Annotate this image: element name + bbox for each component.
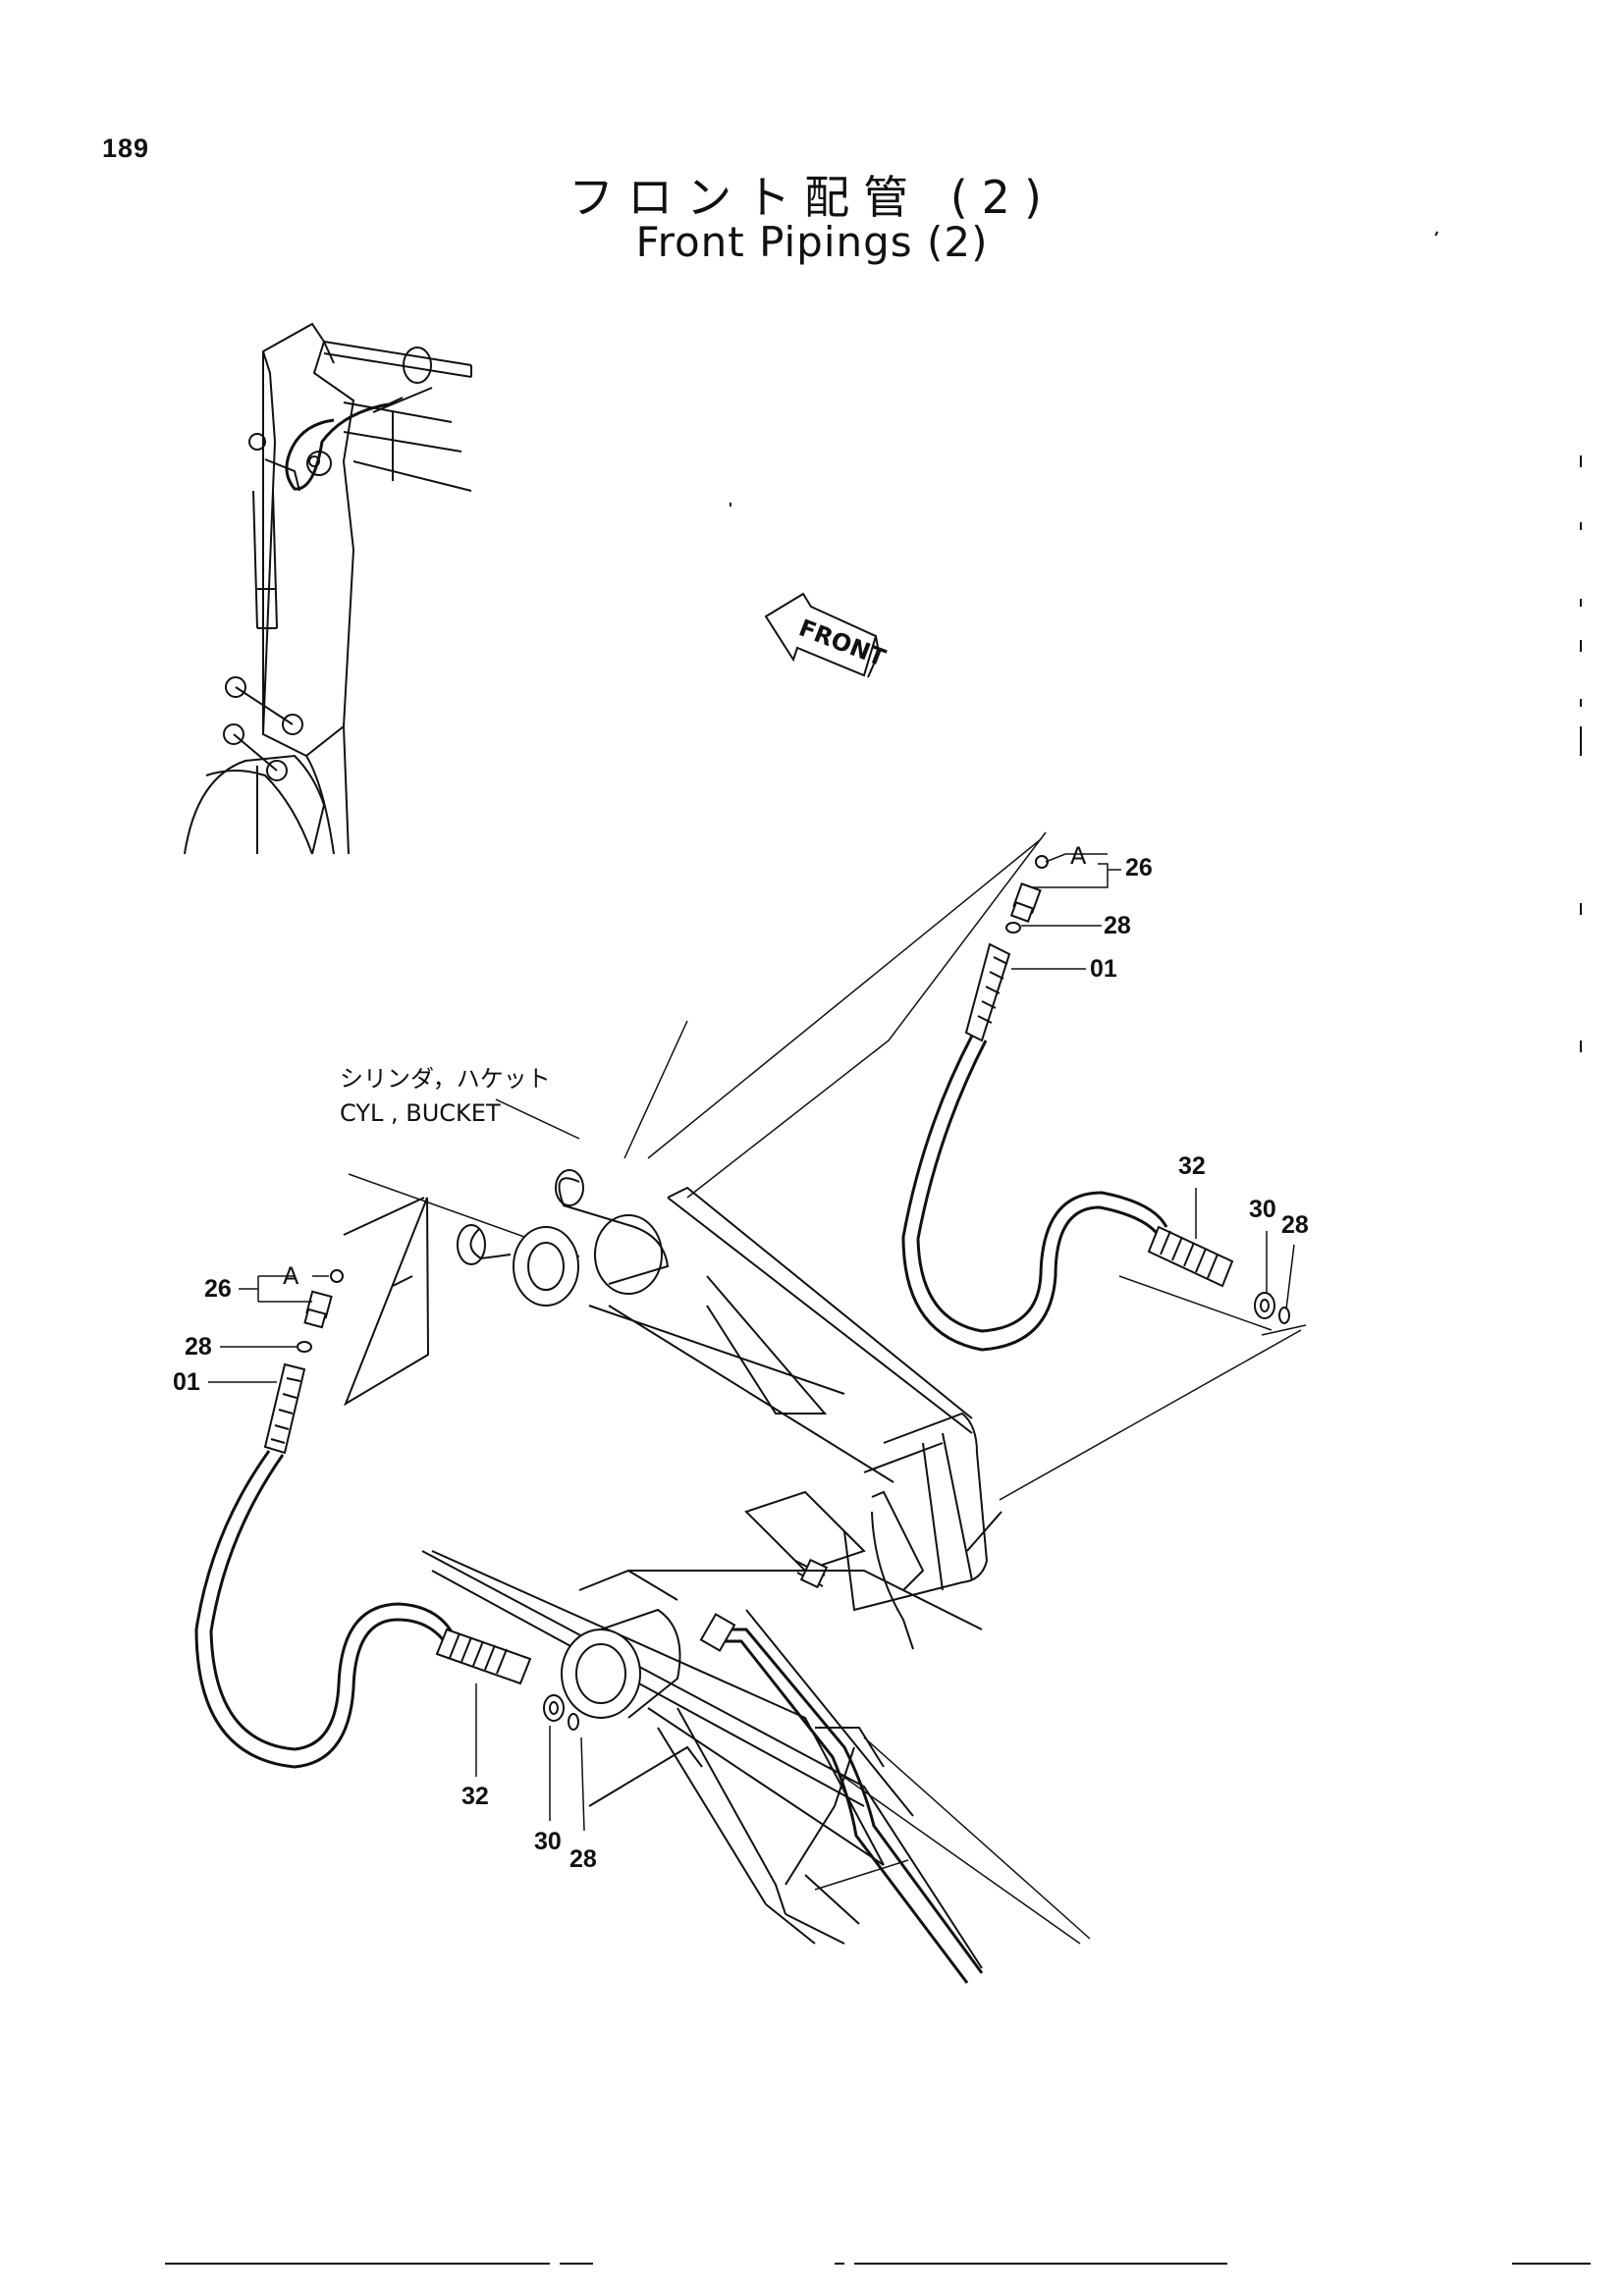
callout-32-left: 32 [461, 1783, 489, 1810]
component-label-jp: シリンダ，ハケット [340, 1065, 551, 1093]
callout-26-left: 26 [204, 1275, 232, 1303]
connector-marker-a-right: A [1070, 842, 1087, 870]
hose-assembly-right: A 26 28 01 32 30 28 [686, 831, 1309, 1352]
scan-margin-marks [165, 231, 1591, 2265]
bucket-cylinder-structure [348, 838, 1302, 1984]
callout-28-right-bottom: 28 [1281, 1211, 1309, 1239]
callout-30-right: 30 [1249, 1196, 1276, 1223]
connector-marker-a-left: A [283, 1262, 299, 1290]
callout-26-right: 26 [1125, 854, 1153, 881]
callout-01-left: 01 [173, 1368, 200, 1396]
page-title-japanese: フロント配管 (2) [568, 171, 1056, 224]
callout-28-left-bottom: 28 [569, 1845, 597, 1873]
callout-28-right-top: 28 [1104, 912, 1131, 939]
callout-28-left-top: 28 [185, 1333, 212, 1361]
connection-reference-plate-left [343, 1197, 430, 1407]
callout-30-left: 30 [534, 1828, 562, 1855]
component-label-en: CYL , BUCKET [340, 1099, 501, 1127]
callout-32-right: 32 [1178, 1152, 1206, 1180]
front-direction-arrow: FRONT [764, 592, 890, 678]
arm-overview-inset [184, 322, 472, 855]
callout-01-right: 01 [1090, 955, 1117, 983]
page-title-english: Front Pipings (2) [635, 218, 989, 266]
page-number: 189 [102, 133, 150, 163]
hose-assembly-left: A 26 28 01 32 30 28 [173, 1262, 597, 1873]
